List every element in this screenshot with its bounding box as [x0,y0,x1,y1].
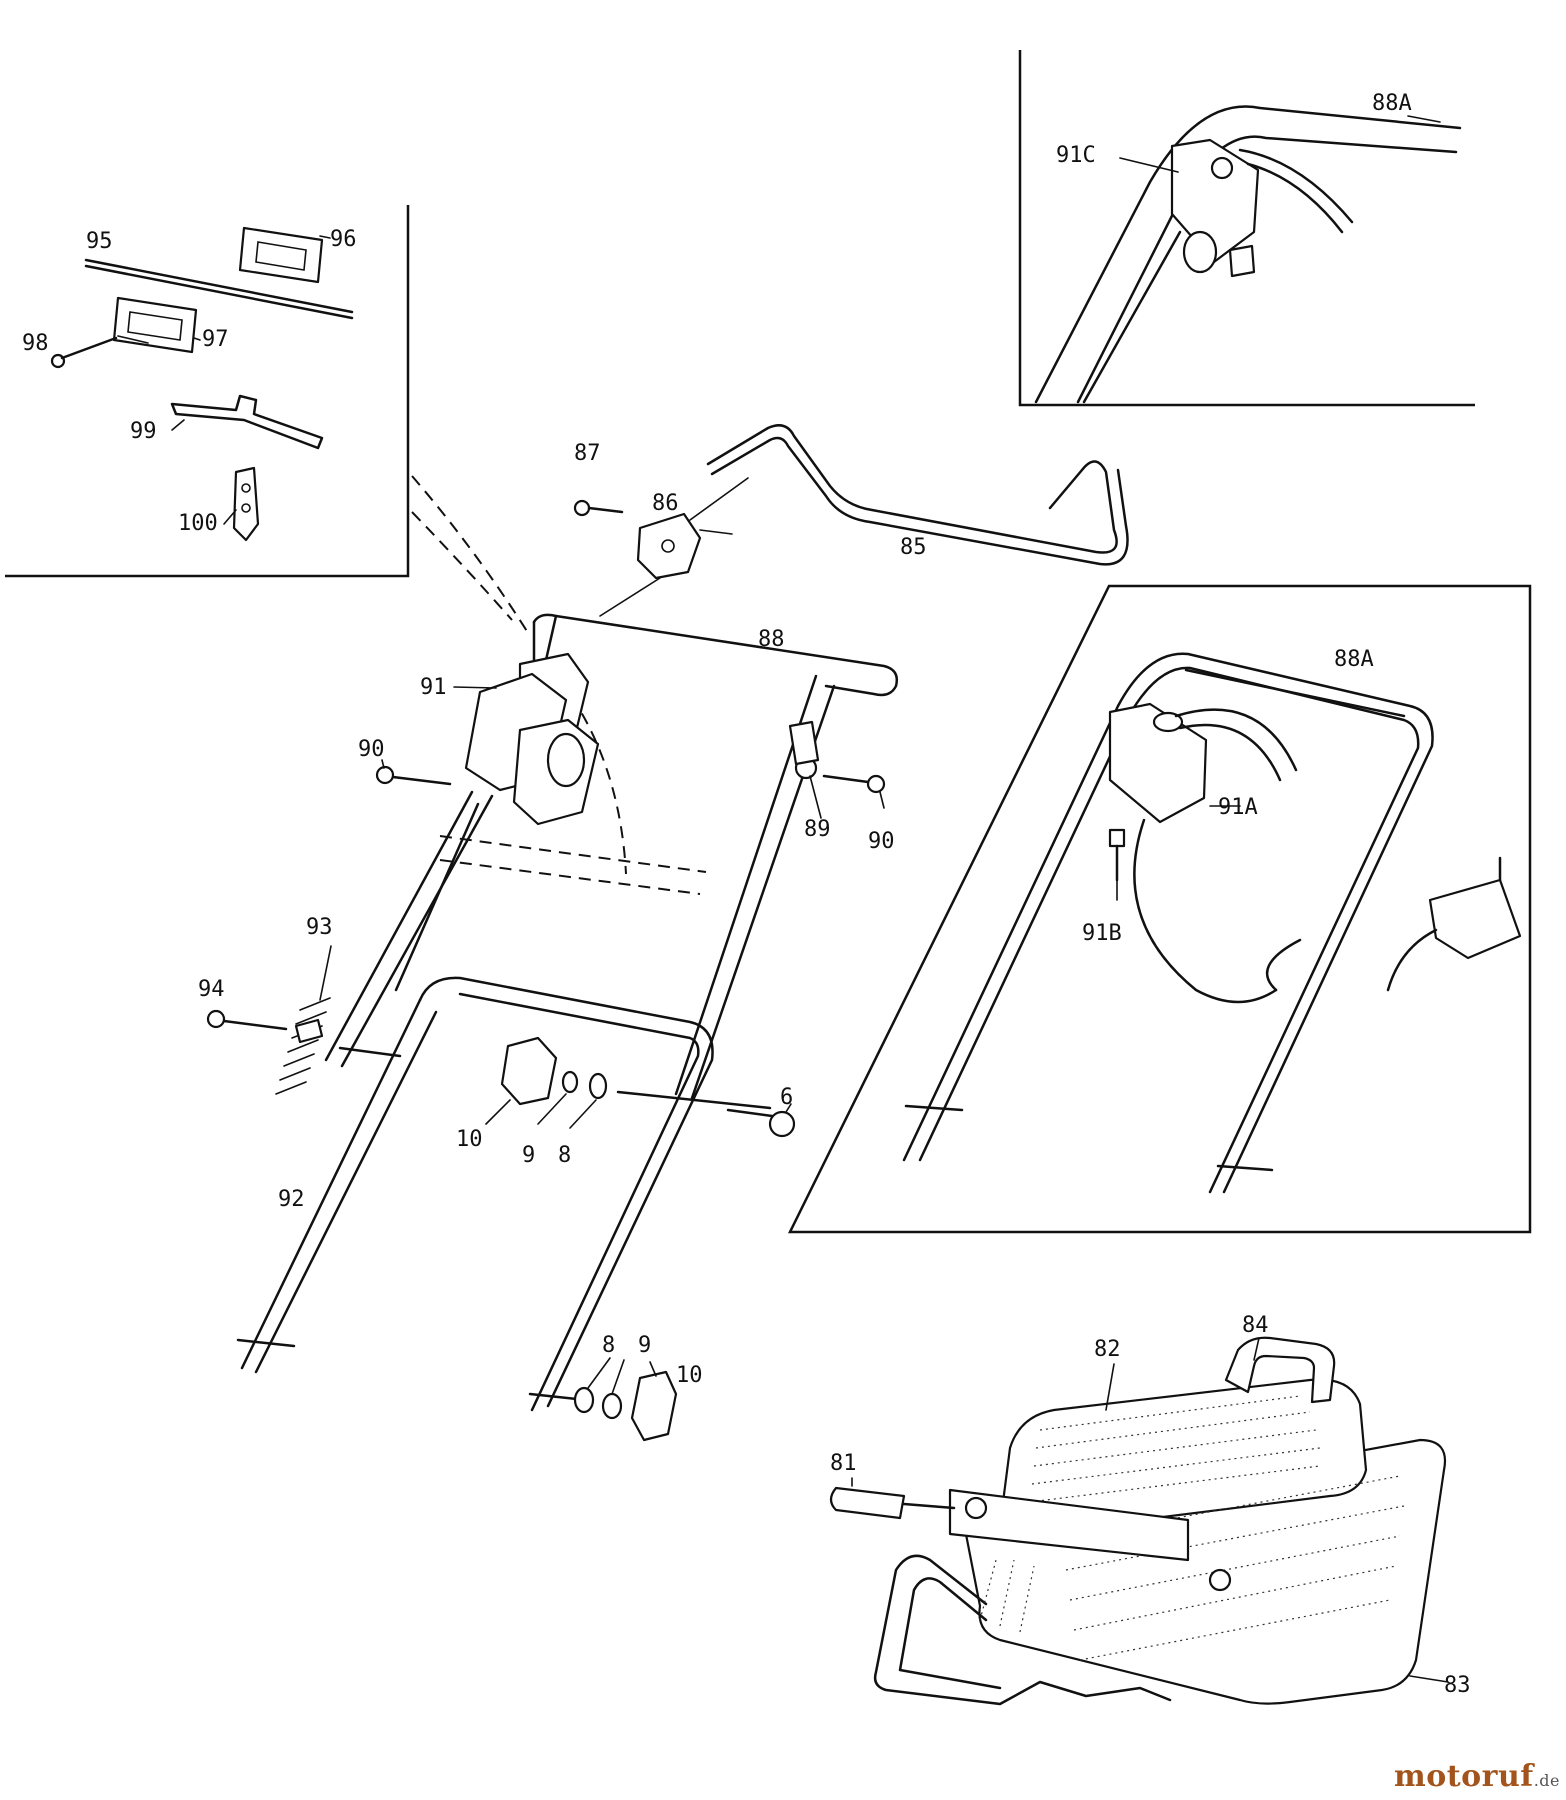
label-91a: 91A [1218,795,1258,820]
label-8-upper: 8 [558,1143,571,1168]
label-91b: 91B [1082,921,1122,946]
inset-panel-alt-handle [787,584,1532,1234]
label-9-upper: 9 [522,1143,535,1168]
main-handle-assembly [206,424,1129,1442]
label-90-right: 90 [868,829,895,854]
inset-panel-small-parts [5,205,410,578]
label-88: 88 [758,627,785,652]
watermark-tld: .de [1533,1771,1560,1790]
inset-panel-switch-detail [1018,50,1475,407]
label-86: 86 [652,491,679,516]
label-97: 97 [202,327,229,352]
label-8-lower: 8 [602,1333,615,1358]
watermark-brand: motoruf [1394,1759,1534,1794]
label-100: 100 [178,511,218,536]
label-87: 87 [574,441,601,466]
label-88a-right: 88A [1334,647,1374,672]
label-95: 95 [86,229,113,254]
label-10-upper: 10 [456,1127,483,1152]
label-84: 84 [1242,1313,1269,1338]
label-90-left: 90 [358,737,385,762]
label-94: 94 [198,977,225,1002]
part-labels: 88A 91C 95 96 98 97 99 100 87 86 85 88 8… [22,91,1471,1698]
leader-lines [117,115,1449,1683]
label-83: 83 [1444,1673,1471,1698]
label-96: 96 [330,227,357,252]
label-92: 92 [278,1187,305,1212]
label-81: 81 [830,1451,857,1476]
label-9-lower: 9 [638,1333,651,1358]
grass-catcher-assembly [829,1336,1447,1706]
label-91: 91 [420,675,447,700]
label-93: 93 [306,915,333,940]
label-10-lower: 10 [676,1363,703,1388]
label-85: 85 [900,535,927,560]
label-89: 89 [804,817,831,842]
label-91c: 91C [1056,143,1096,168]
label-99: 99 [130,419,157,444]
label-88a-top: 88A [1372,91,1412,116]
label-82: 82 [1094,1337,1121,1362]
label-98: 98 [22,331,49,356]
label-6: 6 [780,1085,793,1110]
watermark-logo: motoruf.de [1394,1759,1560,1794]
